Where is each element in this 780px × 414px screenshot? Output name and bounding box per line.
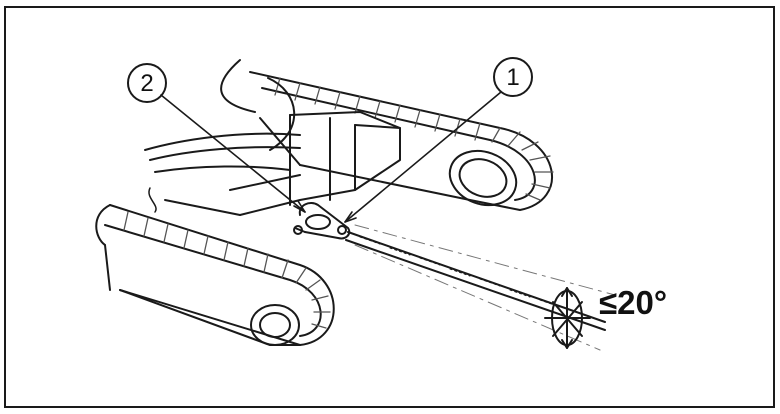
front-track-hatch (123, 211, 331, 329)
angle-limit-indicator (354, 224, 616, 351)
callout-2 (127, 63, 306, 213)
rear-track-hatch (274, 77, 554, 201)
callout-1 (344, 57, 533, 223)
front-track (95, 204, 335, 346)
callout-2-number: 2 (140, 70, 153, 97)
tow-rope (345, 231, 606, 331)
rear-track (220, 59, 554, 211)
center-frame (164, 111, 401, 216)
diagram-frame (4, 6, 775, 408)
callout-1-number: 1 (506, 64, 519, 91)
angle-limit-label: ≤20° (599, 284, 667, 321)
track-cable (148, 187, 157, 213)
